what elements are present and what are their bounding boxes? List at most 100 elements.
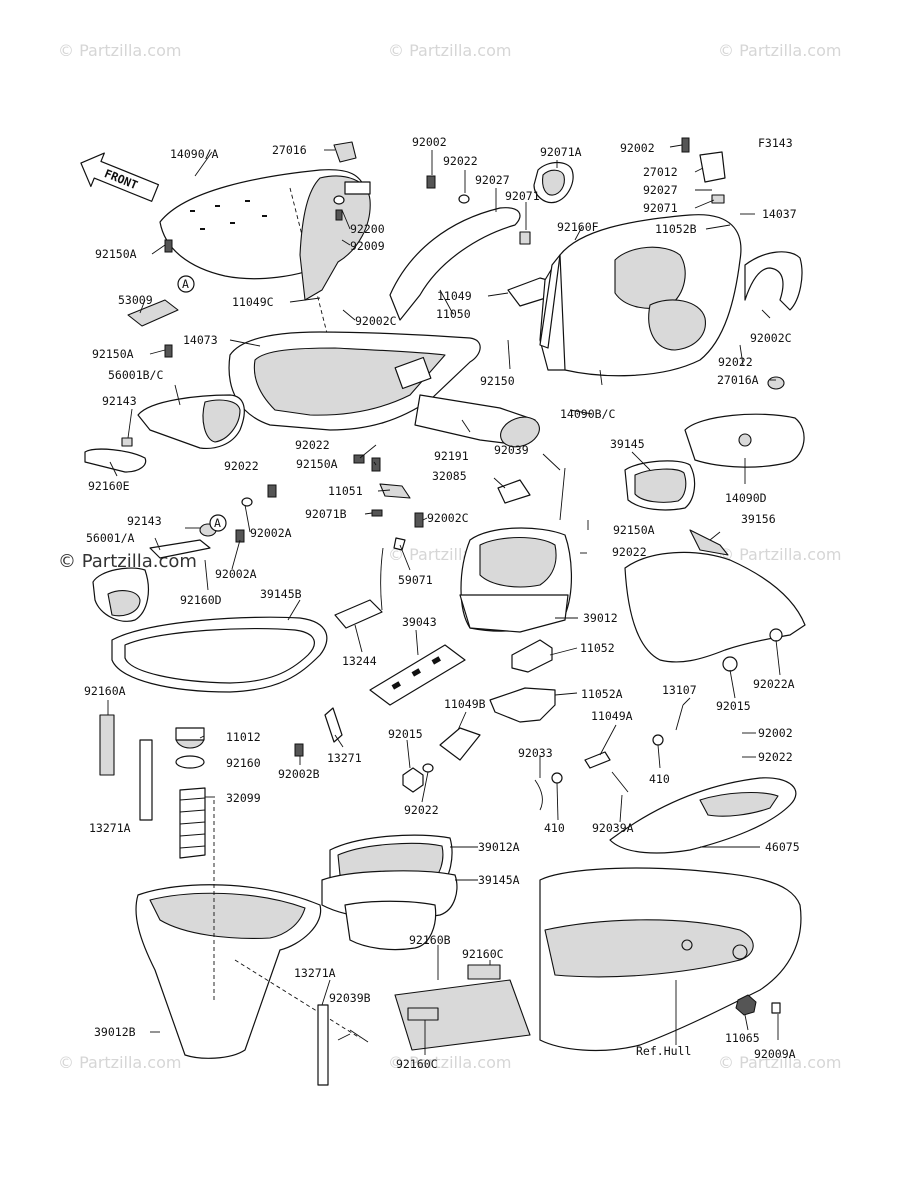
cap-27016 [333,141,357,163]
watermark-top-left: © Partzilla.com [58,41,181,60]
front-arrow-icon [80,152,160,202]
label-14090bc: 14090B/C [560,407,615,421]
label-92071-tr: 92071 [643,201,678,215]
strip-92160f [539,254,561,349]
pad-92160b [394,979,531,1051]
strip-92160a [99,714,115,776]
label-13107: 13107 [662,683,697,697]
label-56001bc: 56001B/C [108,368,163,382]
label-11050: 11050 [436,307,471,321]
label-11051: 11051 [328,484,363,498]
washer-410-2 [551,772,563,784]
clip-92071b [371,509,383,517]
label-92150: 92150 [480,374,515,388]
label-39012: 39012 [583,611,618,625]
label-92002a-1: 92002A [250,526,292,540]
label-39043: 39043 [402,615,437,629]
label-92002-tr: 92002 [620,141,655,155]
label-92022-r: 92022 [718,355,753,369]
label-92150a-1: 92150A [95,247,137,261]
label-39145b: 39145B [260,587,302,601]
strap-13271a-2 [317,1004,329,1086]
cover-14090bc-opening-2 [648,299,706,351]
bracket-11051 [379,483,411,499]
label-92160e: 92160E [88,479,130,493]
plate-39043 [369,644,466,706]
label-13271a-1: 13271A [89,821,131,835]
label-92160: 92160 [226,756,261,770]
label-56001a: 56001/A [86,531,135,545]
bolt-92009a [771,1002,781,1014]
label-39156: 39156 [741,512,776,526]
watermarks: © Partzilla.com © Partzilla.com © Partzi… [58,41,841,1072]
cover-14090d-hole [738,433,752,447]
pad-92160c-1 [467,964,501,980]
panel-39156 [624,551,806,663]
label-92071a: 92071A [540,145,582,159]
washer-410-1 [652,734,664,746]
nut-92015-c [402,767,424,793]
label-27016a: 27016A [717,373,759,387]
label-92200: 92200 [350,222,385,236]
label-11052b: 11052B [655,222,697,236]
part-labels: 14090/A 27016 92002 92022 92027 92071A 9… [84,135,800,1071]
label-92071b: 92071B [305,507,347,521]
label-92033: 92033 [518,746,553,760]
pad-92160c-2 [407,1007,439,1021]
label-92015-r: 92015 [716,699,751,713]
hinge-11049b [439,727,481,761]
label-410-2: 410 [544,821,565,835]
label-92002-top: 92002 [412,135,447,149]
label-92009a: 92009A [754,1047,796,1061]
label-92150a-2: 92150A [92,347,134,361]
label-92022-c2: 92022 [404,803,439,817]
label-92160f: 92160F [557,220,599,234]
arch-11050 [389,207,521,321]
nut-11065 [735,994,757,1016]
hull-ref-hole [681,939,693,951]
bracket-11052a [489,687,556,723]
cover-14090bc-opening-1 [614,246,686,309]
plate-27012 [699,151,726,183]
clip-92033 [534,779,543,811]
watermark-top-right: © Partzilla.com [718,41,841,60]
bin-39012-base [459,594,569,633]
hood-vent-marks [190,200,267,230]
watermark-top-center: © Partzilla.com [388,41,511,60]
plate-13244 [334,599,383,629]
label-11049c: 11049C [232,295,274,309]
parts: A A [84,137,806,1086]
label-92009: 92009 [350,239,385,253]
hull-ref-deck [544,919,754,978]
leader-lines [107,144,781,1055]
label-92022-l: 92022 [224,459,259,473]
rail-14037 [744,251,803,311]
bracket-11052 [511,639,553,673]
label-92027-mid: 92027 [475,173,510,187]
label-32085: 32085 [432,469,467,483]
oring-92160 [175,755,205,769]
label-92022-r2: 92022 [758,750,793,764]
label-27016: 27016 [272,143,307,157]
pin-92039b [349,1029,369,1043]
label-92002c-1: 92002C [355,314,397,328]
callout-a-2-letter: A [214,516,221,530]
bin-39012b-opening [149,892,306,939]
strap-13271a-1 [139,739,153,821]
label-11012: 11012 [226,730,261,744]
bolt-92150a-2 [164,344,173,358]
label-92150a-4: 92150A [613,523,655,537]
wire-92039 [559,467,566,521]
label-11049: 11049 [437,289,472,303]
seat-14073-recess [253,347,446,416]
label-92002a-2: 92002A [215,567,257,581]
duct-92191-end [500,416,540,448]
label-92002c-2: 92002C [427,511,469,525]
label-92143-1: 92143 [102,394,137,408]
label-92039b: 92039B [329,991,371,1005]
label-13271a-2: 13271A [294,966,336,980]
label-92191: 92191 [434,449,469,463]
label-59071: 59071 [398,573,433,587]
strap-13271 [324,707,343,743]
pin-13107 [675,704,684,731]
